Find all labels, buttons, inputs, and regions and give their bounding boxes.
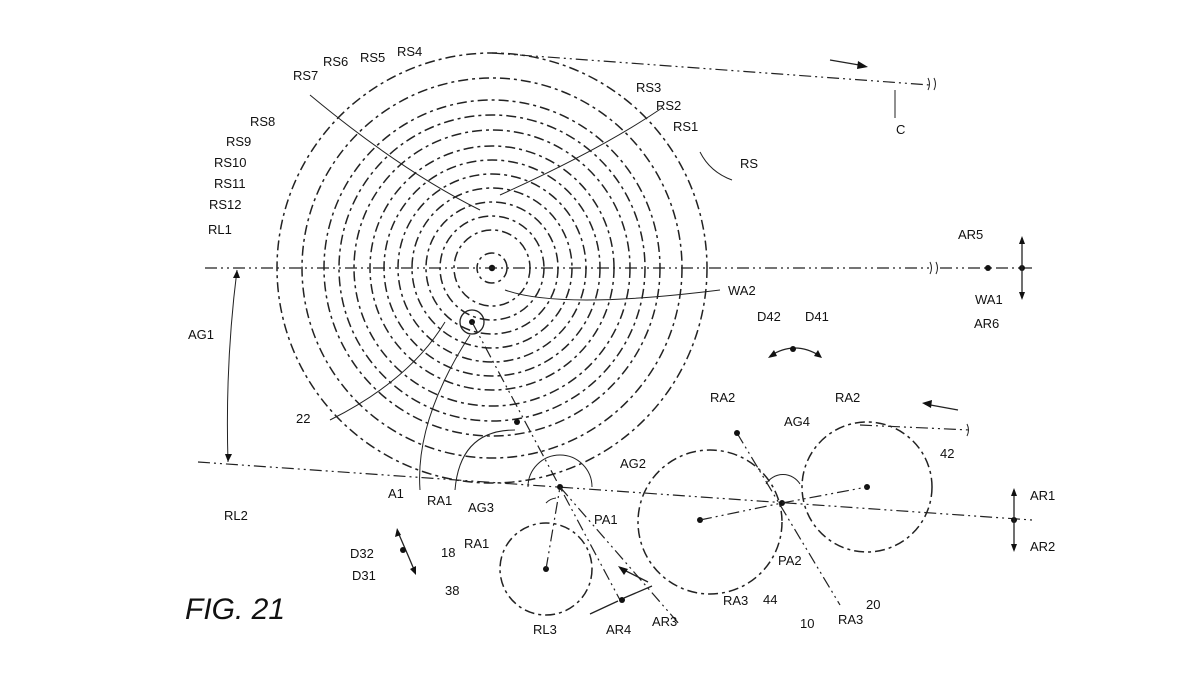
label-rs1: RS1 xyxy=(673,119,698,134)
label-a1: A1 xyxy=(388,486,404,501)
label-rs8: RS8 xyxy=(250,114,275,129)
label-n22: 22 xyxy=(296,411,310,426)
label-rl2: RL2 xyxy=(224,508,248,523)
label-ar3: AR3 xyxy=(652,614,677,629)
label-pa1: PA1 xyxy=(594,512,618,527)
label-wa1: WA1 xyxy=(975,292,1003,307)
figure-title: FIG. 21 xyxy=(185,593,285,626)
label-rs10: RS10 xyxy=(214,155,247,170)
label-ra2_a: RA2 xyxy=(710,390,735,405)
label-rs4: RS4 xyxy=(397,44,422,59)
label-ag3: AG3 xyxy=(468,500,494,515)
label-n42: 42 xyxy=(940,446,954,461)
label-n44: 44 xyxy=(763,592,777,607)
label-ar6: AR6 xyxy=(974,316,999,331)
label-ra2_b: RA2 xyxy=(835,390,860,405)
contact-circle xyxy=(459,309,485,335)
label-ag1: AG1 xyxy=(188,327,214,342)
label-ra3_b: RA3 xyxy=(838,612,863,627)
label-pa2: PA2 xyxy=(778,553,802,568)
label-rs9: RS9 xyxy=(226,134,251,149)
label-rs5: RS5 xyxy=(360,50,385,65)
label-rs3: RS3 xyxy=(636,80,661,95)
label-rs2: RS2 xyxy=(656,98,681,113)
label-rs6: RS6 xyxy=(323,54,348,69)
label-n10: 10 xyxy=(800,616,814,631)
label-d32: D32 xyxy=(350,546,374,561)
tangent-line-c xyxy=(491,52,931,86)
label-d31: D31 xyxy=(352,568,376,583)
label-n20: 20 xyxy=(866,597,880,612)
label-ar2: AR2 xyxy=(1030,539,1055,554)
label-wa2: WA2 xyxy=(728,283,756,298)
label-ra1_a: RA1 xyxy=(427,493,452,508)
label-d41: D41 xyxy=(805,309,829,324)
roller-38 xyxy=(499,522,593,616)
label-c: C xyxy=(896,122,905,137)
label-rs11: RS11 xyxy=(214,176,246,191)
label-ar5: AR5 xyxy=(958,227,983,242)
roller-42 xyxy=(801,421,933,553)
label-d42: D42 xyxy=(757,309,781,324)
label-ar1: AR1 xyxy=(1030,488,1055,503)
roller-44 xyxy=(637,449,783,595)
label-rl3: RL3 xyxy=(533,622,557,637)
label-ra1_b: RA1 xyxy=(464,536,489,551)
label-rs: RS xyxy=(740,156,758,171)
label-ag2: AG2 xyxy=(620,456,646,471)
label-ar4: AR4 xyxy=(606,622,631,637)
label-ag4: AG4 xyxy=(784,414,810,429)
label-rl1: RL1 xyxy=(208,222,232,237)
label-n38: 38 xyxy=(445,583,459,598)
label-n18: 18 xyxy=(441,545,455,560)
label-ra3_a: RA3 xyxy=(723,593,748,608)
label-rs12: RS12 xyxy=(209,197,242,212)
label-rs7: RS7 xyxy=(293,68,318,83)
